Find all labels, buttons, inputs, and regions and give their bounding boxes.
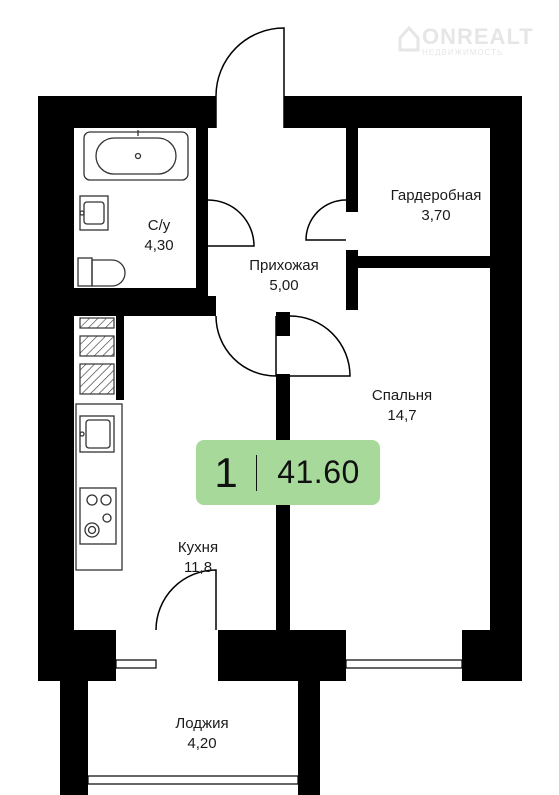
room-label-bathroom: С/у 4,30: [124, 216, 194, 256]
room-name: Кухня: [177, 539, 219, 556]
interior-walls: [74, 128, 490, 630]
brand-tagline: НЕДВИЖИМОСТЬ: [422, 48, 504, 57]
room-name: Лоджия: [175, 715, 229, 732]
total-area: 41.60: [277, 454, 360, 490]
room-name: Гардеробная: [390, 187, 482, 204]
kitchen-sink-icon: [79, 415, 115, 453]
brand-name: ONREALT: [422, 24, 534, 49]
room-name: Прихожая: [249, 257, 319, 274]
stove-icon: [79, 487, 117, 545]
badge-divider: [256, 454, 257, 491]
room-count: 1: [214, 448, 238, 496]
room-label-bedroom: Спальня 14,7: [352, 386, 452, 426]
room-label-wardrobe: Гардеробная 3,70: [370, 186, 502, 226]
room-label-loggia: Лоджия 4,20: [154, 714, 250, 754]
room-area: 5,00: [269, 277, 299, 294]
outer-walls: [38, 96, 522, 795]
doors: [155, 27, 351, 631]
room-area: 4,20: [187, 735, 217, 752]
ventilation-shafts: [79, 317, 115, 395]
kitchen-counter: [75, 403, 123, 571]
house-icon: [398, 25, 420, 52]
room-area: 11,8: [183, 559, 213, 576]
room-area: 14,7: [387, 407, 417, 424]
brand-logo: ONREALT НЕДВИЖИМОСТЬ: [398, 18, 548, 62]
room-area: 3,70: [421, 207, 451, 224]
toilet-icon: [77, 257, 126, 287]
room-name: Спальня: [371, 387, 433, 404]
room-label-hallway: Прихожая 5,00: [230, 256, 338, 296]
bathtub-icon: [83, 130, 189, 181]
room-area: 4,30: [144, 237, 174, 254]
room-label-kitchen: Кухня 11,8: [156, 538, 240, 578]
sink-icon: [79, 195, 109, 231]
apartment-badge: 1 41.60: [196, 440, 380, 505]
windows: [87, 659, 463, 785]
room-name: С/у: [147, 217, 171, 234]
